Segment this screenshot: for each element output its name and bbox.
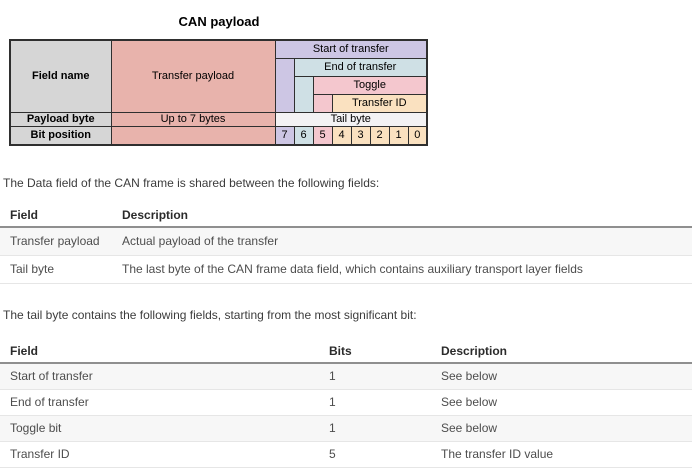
column-header-field: Field bbox=[0, 339, 319, 364]
column-header-bits: Bits bbox=[319, 339, 431, 364]
data-fields-table: Field Description Transfer payload Actua… bbox=[0, 203, 692, 284]
tail-byte-cell: Tail byte bbox=[274, 112, 428, 127]
description-cell: See below bbox=[431, 415, 692, 442]
intro-tail-byte-paragraph: The tail byte contains the following fie… bbox=[3, 308, 417, 322]
bit-position-header-cell: Bit position bbox=[9, 126, 112, 146]
field-cell: End of transfer bbox=[0, 389, 319, 416]
field-cell: Start of transfer bbox=[0, 363, 319, 390]
transfer-id-bar: Transfer ID bbox=[331, 94, 428, 113]
field-cell: Toggle bit bbox=[0, 415, 319, 442]
bit-cell-3: 3 bbox=[350, 126, 371, 146]
diagram-title: CAN payload bbox=[178, 14, 260, 29]
table-row: Transfer payload Actual payload of the t… bbox=[0, 227, 692, 256]
bit-cell-1: 1 bbox=[388, 126, 409, 146]
table-row: Transfer ID 5 The transfer ID value bbox=[0, 441, 692, 468]
bits-cell: 1 bbox=[319, 363, 431, 390]
diagram-row-start-of-transfer: Field name Transfer payload Start of tra… bbox=[9, 39, 428, 113]
description-cell: The transfer ID value bbox=[431, 441, 692, 468]
description-cell: Actual payload of the transfer bbox=[112, 227, 692, 256]
can-payload-diagram: Field name Transfer payload Start of tra… bbox=[9, 39, 428, 146]
bit-cell-6: 6 bbox=[293, 126, 314, 146]
field-cell: Tail byte bbox=[0, 255, 112, 284]
document-page: CAN payload Field name Transfer payload … bbox=[0, 14, 692, 475]
column-header-description: Description bbox=[431, 339, 692, 364]
table-row: Toggle bit 1 See below bbox=[0, 415, 692, 442]
bits-cell: 1 bbox=[319, 389, 431, 416]
bit7-column-strip bbox=[274, 58, 295, 113]
bits-cell: 5 bbox=[319, 441, 431, 468]
transfer-payload-cell: Transfer payload bbox=[110, 39, 276, 113]
diagram-row-toggle: Toggle bbox=[10, 76, 428, 113]
bit6-column-strip bbox=[293, 76, 314, 113]
field-cell: Transfer ID bbox=[0, 441, 319, 468]
bit5-column-strip bbox=[312, 94, 333, 113]
bit-cell-5: 5 bbox=[312, 126, 333, 146]
table-row: Start of transfer 1 See below bbox=[0, 363, 692, 390]
table-row: Tail byte The last byte of the CAN frame… bbox=[0, 255, 692, 284]
bit-cell-2: 2 bbox=[369, 126, 390, 146]
intro-data-field-paragraph: The Data field of the CAN frame is share… bbox=[3, 176, 380, 190]
column-header-description: Description bbox=[112, 203, 692, 228]
tail-byte-fields-table: Field Bits Description Start of transfer… bbox=[0, 339, 692, 468]
field-name-header-cell: Field name bbox=[9, 39, 112, 113]
payload-bit-filler-cell bbox=[110, 126, 276, 146]
field-cell: Transfer payload bbox=[0, 227, 112, 256]
payload-bytes-cell: Up to 7 bytes bbox=[110, 112, 276, 127]
description-cell: See below bbox=[431, 363, 692, 390]
diagram-row-bit-position: Bit position 7 6 5 4 3 2 1 0 bbox=[9, 126, 428, 146]
table-row: End of transfer 1 See below bbox=[0, 389, 692, 416]
table-header-row: Field Bits Description bbox=[0, 339, 692, 364]
diagram-row-end-of-transfer: End of transfer bbox=[10, 58, 428, 113]
toggle-bar: Toggle bbox=[312, 76, 428, 95]
table-header-row: Field Description bbox=[0, 203, 692, 228]
bit-cell-0: 0 bbox=[407, 126, 428, 146]
payload-byte-header-cell: Payload byte bbox=[9, 112, 112, 127]
column-header-field: Field bbox=[0, 203, 112, 228]
description-cell: See below bbox=[431, 389, 692, 416]
diagram-row-transfer-id: Transfer ID bbox=[10, 94, 428, 113]
bits-cell: 1 bbox=[319, 415, 431, 442]
start-of-transfer-bar: Start of transfer bbox=[274, 39, 428, 59]
bit-cell-7: 7 bbox=[274, 126, 295, 146]
end-of-transfer-bar: End of transfer bbox=[293, 58, 428, 77]
description-cell: The last byte of the CAN frame data fiel… bbox=[112, 255, 692, 284]
diagram-row-payload-byte: Payload byte Up to 7 bytes Tail byte bbox=[9, 112, 428, 127]
bit-cell-4: 4 bbox=[331, 126, 352, 146]
